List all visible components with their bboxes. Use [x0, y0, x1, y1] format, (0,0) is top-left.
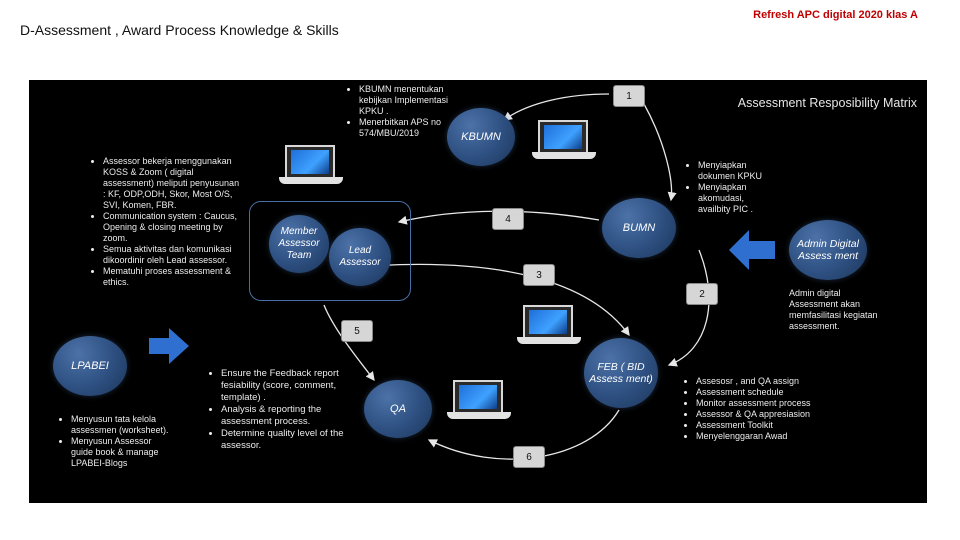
- node-member-team: Member Assessor Team: [269, 215, 329, 273]
- laptop-icon: [279, 145, 343, 191]
- qa-notes: Ensure the Feedback report fesiability (…: [209, 368, 349, 452]
- laptop-icon: [532, 120, 596, 166]
- step-badge: 4: [492, 208, 524, 230]
- node-admin: Admin Digital Assess ment: [789, 220, 867, 280]
- node-qa: QA: [364, 380, 432, 438]
- laptop-icon: [517, 305, 581, 351]
- kbumn-notes: KBUMN menentukan kebijkan Implementasi K…: [347, 84, 472, 139]
- step-badge: 2: [686, 283, 718, 305]
- connector-1: [504, 94, 609, 120]
- node-feb: FEB ( BID Assess ment): [584, 338, 658, 408]
- diagram-panel: Assessment Resposibility Matrix KBUMN BU…: [29, 80, 927, 503]
- laptop-icon: [447, 380, 511, 426]
- bumn-notes: Menyiapkan dokumen KPKU Menyiapkan akomu…: [686, 160, 771, 215]
- arrow-left-icon: [729, 230, 775, 270]
- matrix-title: Assessment Resposibility Matrix: [738, 96, 917, 110]
- connector-1b: [644, 104, 672, 200]
- step-badge: 6: [513, 446, 545, 468]
- page-tag: Refresh APC digital 2020 klas A: [753, 9, 918, 21]
- feb-notes: Assesosr , and QA assign Assessment sche…: [684, 376, 844, 442]
- connector-2: [669, 250, 709, 365]
- step-badge: 1: [613, 85, 645, 107]
- lpabei-notes: Menyusun tata kelola assessmen (workshee…: [59, 414, 169, 469]
- node-lpabei: LPABEI: [53, 336, 127, 396]
- node-bumn: BUMN: [602, 198, 676, 258]
- arrow-right-icon: [149, 328, 189, 364]
- page-title: D-Assessment , Award Process Knowledge &…: [20, 22, 339, 38]
- assessor-notes: Assessor bekerja menggunakan KOSS & Zoom…: [91, 156, 241, 288]
- step-badge: 3: [523, 264, 555, 286]
- admin-notes: Admin digital Assessment akan memfasilit…: [789, 288, 889, 332]
- node-lead-assessor: Lead Assessor: [329, 228, 391, 286]
- step-badge: 5: [341, 320, 373, 342]
